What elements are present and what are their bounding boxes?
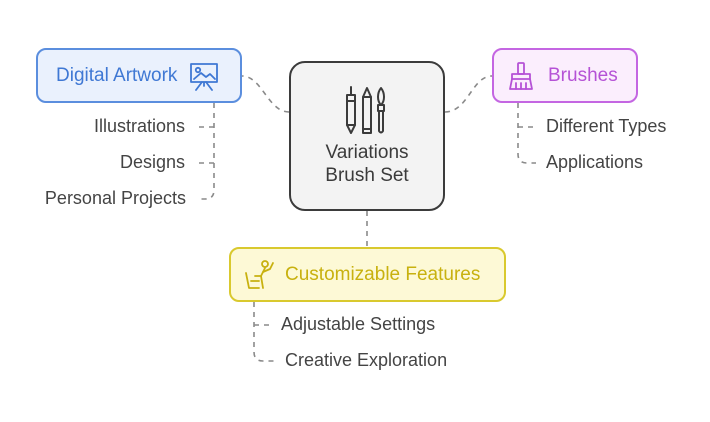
brushes-label: Brushes: [548, 64, 618, 86]
connector-center-brushes: [444, 75, 493, 113]
digital-artwork-node[interactable]: Digital Artwork: [36, 48, 242, 103]
connector-brushes-items: [517, 103, 536, 164]
connector-customizable-items: [253, 302, 275, 362]
center-title-line1: Variations: [325, 142, 409, 163]
easel-artwork-icon: [190, 62, 219, 91]
brushes-node[interactable]: Brushes: [492, 48, 638, 103]
leaf-applications: Applications: [546, 152, 644, 172]
paint-brush-icon: [509, 61, 533, 90]
connector-digital-artwork-items: [198, 103, 215, 200]
leaf-illustrations: Illustrations: [93, 116, 185, 136]
leaf-different-types: Different Types: [546, 116, 667, 136]
leaf-designs: Designs: [119, 152, 185, 172]
leaf-personal-projects: Personal Projects: [44, 188, 186, 208]
leaf-adjustable-settings: Adjustable Settings: [281, 314, 436, 334]
customizable-features-label: Customizable Features: [285, 263, 481, 285]
center-title-line2: Brush Set: [325, 165, 409, 186]
customizable-features-node[interactable]: Customizable Features: [229, 247, 506, 302]
brushes-pencil-pen-icon: [346, 86, 385, 134]
center-title: Variations Brush Set: [325, 141, 408, 187]
digital-artwork-label: Digital Artwork: [56, 64, 178, 86]
leaf-creative-exploration: Creative Exploration: [285, 350, 448, 370]
person-at-desk-icon: [245, 259, 274, 289]
connector-center-digital-artwork: [241, 75, 290, 113]
center-node[interactable]: Variations Brush Set: [289, 61, 445, 211]
